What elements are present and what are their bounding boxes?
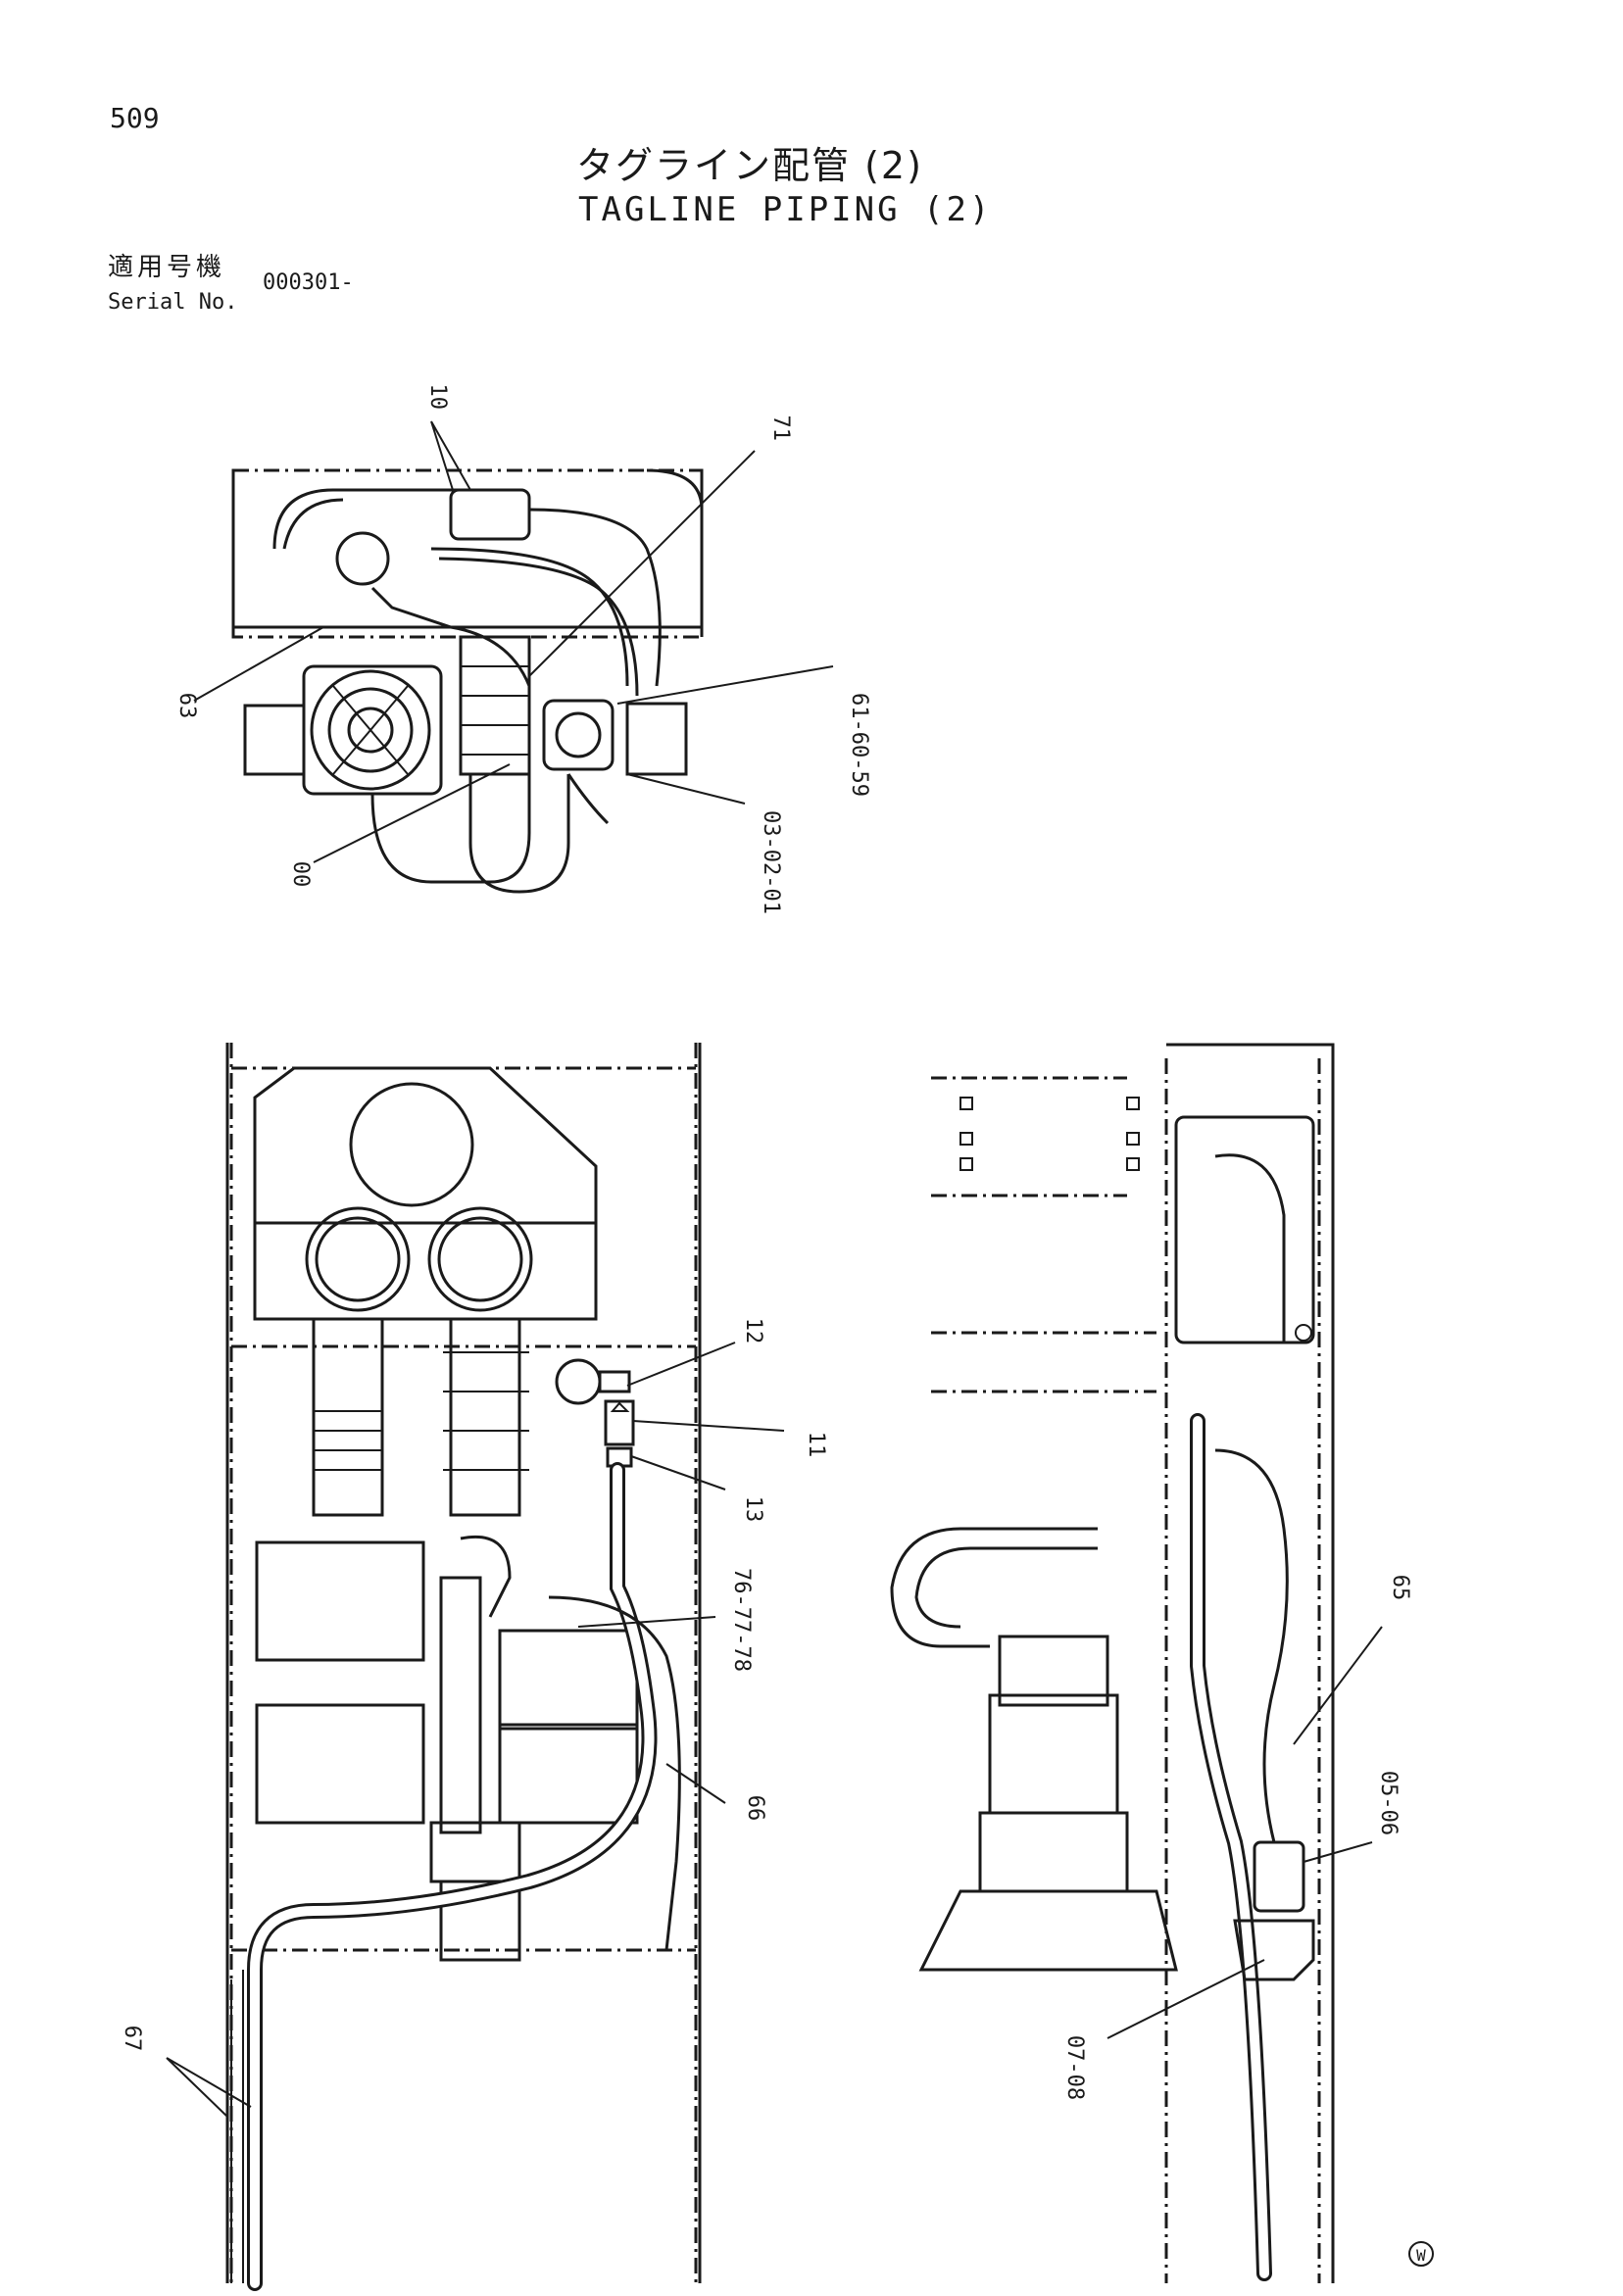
callout-65: 65 (1388, 1575, 1412, 1601)
callout-13: 13 (741, 1496, 765, 1523)
serial-label-english: Serial No. (108, 290, 238, 315)
callout-63: 63 (174, 693, 199, 719)
title-japanese: タグライン配管 (2) (576, 144, 923, 187)
title-english: TAGLINE PIPING (2) (578, 190, 993, 229)
callout-61-60-59: 61-60-59 (847, 693, 871, 797)
callout-05-06: 05-06 (1376, 1771, 1401, 1835)
callout-71: 71 (768, 415, 793, 442)
callout-07-08: 07-08 (1062, 2035, 1087, 2100)
callout-00: 00 (288, 861, 313, 888)
callout-03-02-01: 03-02-01 (759, 810, 783, 914)
top-view (193, 420, 834, 894)
callout-76-77-78: 76-77-78 (729, 1568, 754, 1672)
front-view (166, 1043, 785, 2291)
callout-12: 12 (741, 1318, 765, 1344)
callout-11: 11 (804, 1432, 828, 1458)
side-view (890, 1043, 1383, 2283)
w-mark (1408, 2241, 1434, 2267)
page-number: 509 (110, 102, 160, 134)
callout-67: 67 (120, 2026, 144, 2052)
callout-66: 66 (743, 1795, 767, 1822)
w-mark-letter: W (1416, 2246, 1426, 2265)
serial-value: 000301- (263, 270, 354, 295)
serial-label-japanese: 適用号機 (108, 253, 226, 282)
callout-10: 10 (425, 384, 450, 411)
